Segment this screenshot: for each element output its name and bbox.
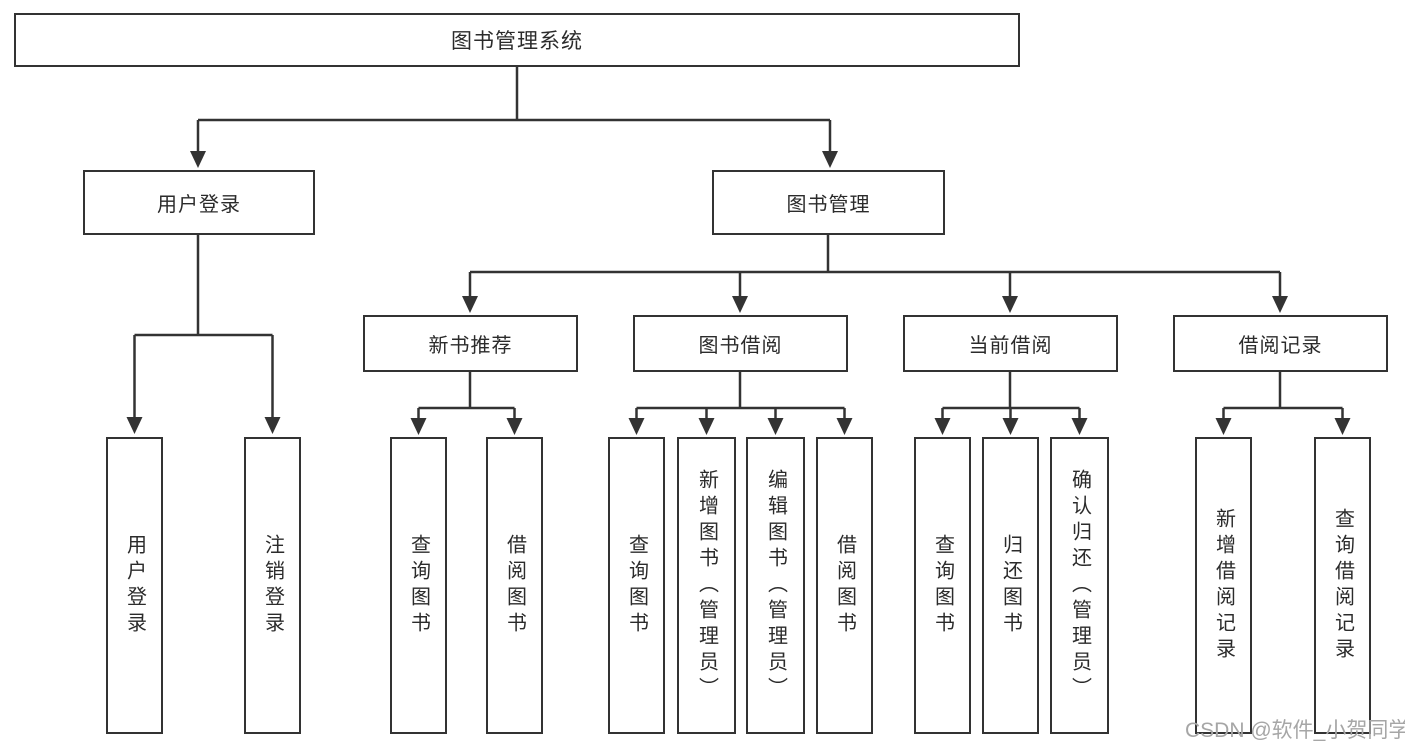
leaf-borrow-books: 借阅图书: [816, 437, 873, 734]
leaf-query-books-recommend: 查询图书: [390, 437, 447, 734]
leaf-label: 查询图书: [625, 533, 648, 638]
node-current-borrowing: 当前借阅: [903, 315, 1118, 372]
leaf-edit-books-admin: 编辑图书（管理员）: [746, 437, 805, 734]
leaf-label: 归还图书: [999, 533, 1022, 638]
leaf-label: 查询借阅记录: [1331, 507, 1354, 664]
leaf-user-login: 用户登录: [106, 437, 163, 734]
leaf-label: 新增图书（管理员）: [695, 468, 718, 703]
leaf-label: 查询图书: [931, 533, 954, 638]
node-root: 图书管理系统: [14, 13, 1020, 67]
leaf-logout: 注销登录: [244, 437, 301, 734]
node-book-management: 图书管理: [712, 170, 945, 235]
leaf-add-borrow-record: 新增借阅记录: [1195, 437, 1252, 734]
arrowheads: [126, 151, 1351, 435]
watermark: CSDN @软件_小贺同学: [1185, 719, 1405, 742]
leaf-label: 编辑图书（管理员）: [764, 468, 787, 703]
leaf-query-borrow-record: 查询借阅记录: [1314, 437, 1371, 734]
node-user-login: 用户登录: [83, 170, 315, 235]
leaf-return-books: 归还图书: [982, 437, 1039, 734]
leaf-query-books-borrowing: 查询图书: [608, 437, 665, 734]
leaf-label: 查询图书: [407, 533, 430, 638]
leaf-borrow-books-recommend: 借阅图书: [486, 437, 543, 734]
leaf-query-books-current: 查询图书: [914, 437, 971, 734]
leaf-label: 借阅图书: [833, 533, 856, 638]
leaf-label: 确认归还（管理员）: [1068, 468, 1091, 703]
leaf-label: 新增借阅记录: [1212, 507, 1235, 664]
node-book-borrowing: 图书借阅: [633, 315, 848, 372]
leaf-label: 借阅图书: [503, 533, 526, 638]
node-borrowing-records: 借阅记录: [1173, 315, 1388, 372]
leaf-label: 用户登录: [123, 533, 146, 638]
leaf-label: 注销登录: [261, 533, 284, 638]
leaf-add-books-admin: 新增图书（管理员）: [677, 437, 736, 734]
leaf-confirm-return-admin: 确认归还（管理员）: [1050, 437, 1109, 734]
node-new-book-recommend: 新书推荐: [363, 315, 578, 372]
